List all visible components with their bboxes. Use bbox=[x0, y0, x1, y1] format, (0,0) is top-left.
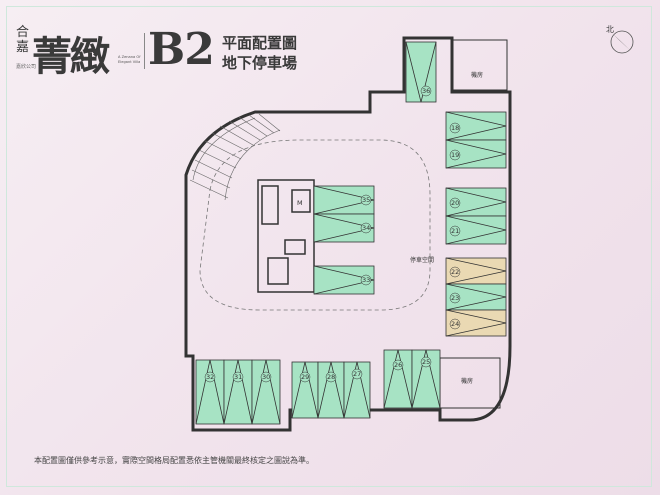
spot-label-26: 26 bbox=[394, 361, 402, 369]
spot-label-35: 35 bbox=[362, 196, 370, 204]
spot-label-25: 25 bbox=[422, 358, 430, 366]
plan-title: 平面配置圖 bbox=[222, 34, 298, 52]
machine-room-top-label: 機房 bbox=[471, 71, 483, 79]
spot-numbers: 36 18 19 20 21 22 23 24 35 34 33 32 31 3… bbox=[204, 85, 461, 383]
spot-label-21: 21 bbox=[451, 227, 459, 235]
parking-space-label: 停車空間 bbox=[410, 256, 434, 264]
brand-small: 合嘉 bbox=[16, 25, 30, 55]
brand-english: A Zenana Of Elegant Villa bbox=[118, 55, 141, 64]
spot-label-27: 27 bbox=[353, 370, 361, 378]
spot-label-20: 20 bbox=[451, 199, 459, 207]
parking-spot-26 bbox=[383, 349, 413, 409]
ramp-path bbox=[199, 139, 431, 311]
spot-label-30: 30 bbox=[262, 373, 270, 381]
parking-spot-36 bbox=[405, 41, 437, 103]
outer-walls bbox=[184, 36, 512, 432]
parking-spot-32 bbox=[195, 359, 225, 425]
header-divider bbox=[144, 33, 145, 69]
parking-spot-31 bbox=[223, 359, 253, 425]
plan-subtitle: 地下停車場 bbox=[222, 54, 298, 72]
elevator-icon: M bbox=[297, 199, 303, 207]
spot-label-24: 24 bbox=[451, 320, 459, 328]
spot-label-19: 19 bbox=[451, 151, 459, 159]
machine-room-bottom-label: 機房 bbox=[461, 377, 473, 385]
parking-spot-29 bbox=[291, 361, 319, 419]
parking-spot-28 bbox=[317, 361, 345, 419]
spot-label-28: 28 bbox=[327, 373, 335, 381]
brand-subtext: 嘉欣公司 bbox=[16, 64, 37, 70]
brand-title: 菁緻 bbox=[32, 33, 110, 80]
spot-label-29: 29 bbox=[301, 373, 309, 381]
north-arrow-icon bbox=[610, 30, 634, 54]
parking-spot-30 bbox=[251, 359, 281, 425]
spot-label-23: 23 bbox=[451, 294, 459, 302]
entry-ramp bbox=[189, 113, 281, 201]
compass-label: 北 bbox=[606, 25, 614, 34]
spot-label-34: 34 bbox=[362, 224, 370, 232]
spot-label-22: 22 bbox=[451, 268, 459, 276]
core-area bbox=[257, 179, 315, 293]
page-frame bbox=[6, 6, 652, 487]
disclaimer-text: 本配置圖僅供參考示意，實際空間格局配置悉依主管機關最終核定之圖說為準。 bbox=[34, 456, 314, 465]
spot-label-33: 33 bbox=[362, 276, 370, 284]
floor-level: B2 bbox=[148, 24, 215, 75]
spot-label-36: 36 bbox=[422, 87, 430, 95]
spot-label-31: 31 bbox=[234, 373, 242, 381]
machine-room-top bbox=[451, 39, 508, 91]
spot-label-32: 32 bbox=[206, 373, 214, 381]
spot-label-18: 18 bbox=[451, 124, 459, 132]
